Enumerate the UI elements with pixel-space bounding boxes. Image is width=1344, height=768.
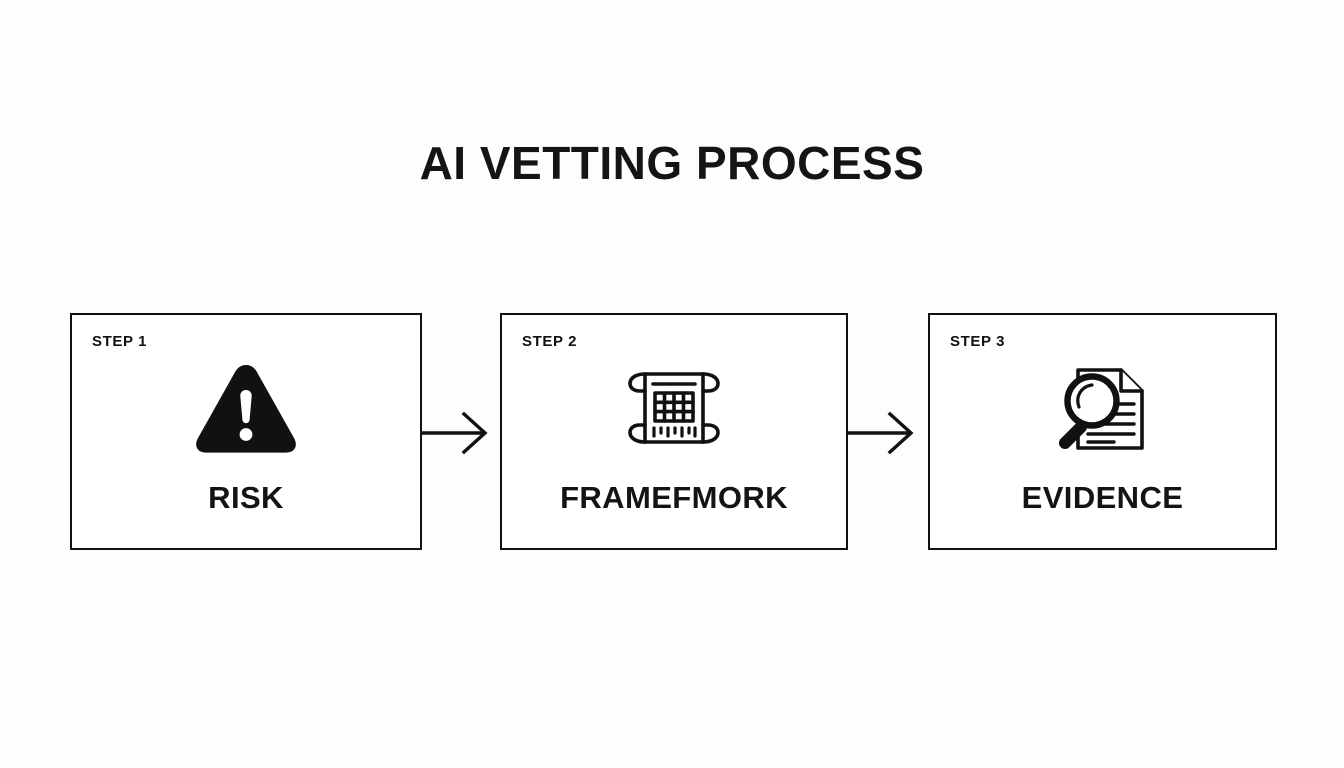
blueprint-scroll-icon: [502, 353, 846, 463]
step-label-1: RISK: [208, 480, 284, 515]
step-eyebrow-3: STEP 3: [950, 333, 1006, 350]
document-magnifier-icon: [930, 353, 1275, 463]
page-title: AI VETTING PROCESS: [419, 137, 925, 189]
step-card-1[interactable]: STEP 1 RISK: [70, 313, 422, 550]
step-label-2: FRAMEFMORK: [560, 480, 788, 515]
step-eyebrow-1: STEP 1: [92, 333, 148, 350]
warning-triangle-icon: [72, 353, 420, 463]
arrow-right-icon-2: [846, 404, 928, 462]
step-card-2[interactable]: STEP 2: [500, 313, 848, 550]
arrow-right-icon-1: [420, 404, 500, 462]
step-card-3[interactable]: STEP 3: [928, 313, 1277, 550]
step-eyebrow-2: STEP 2: [522, 333, 578, 350]
step-label-3: EVIDENCE: [1021, 480, 1184, 515]
